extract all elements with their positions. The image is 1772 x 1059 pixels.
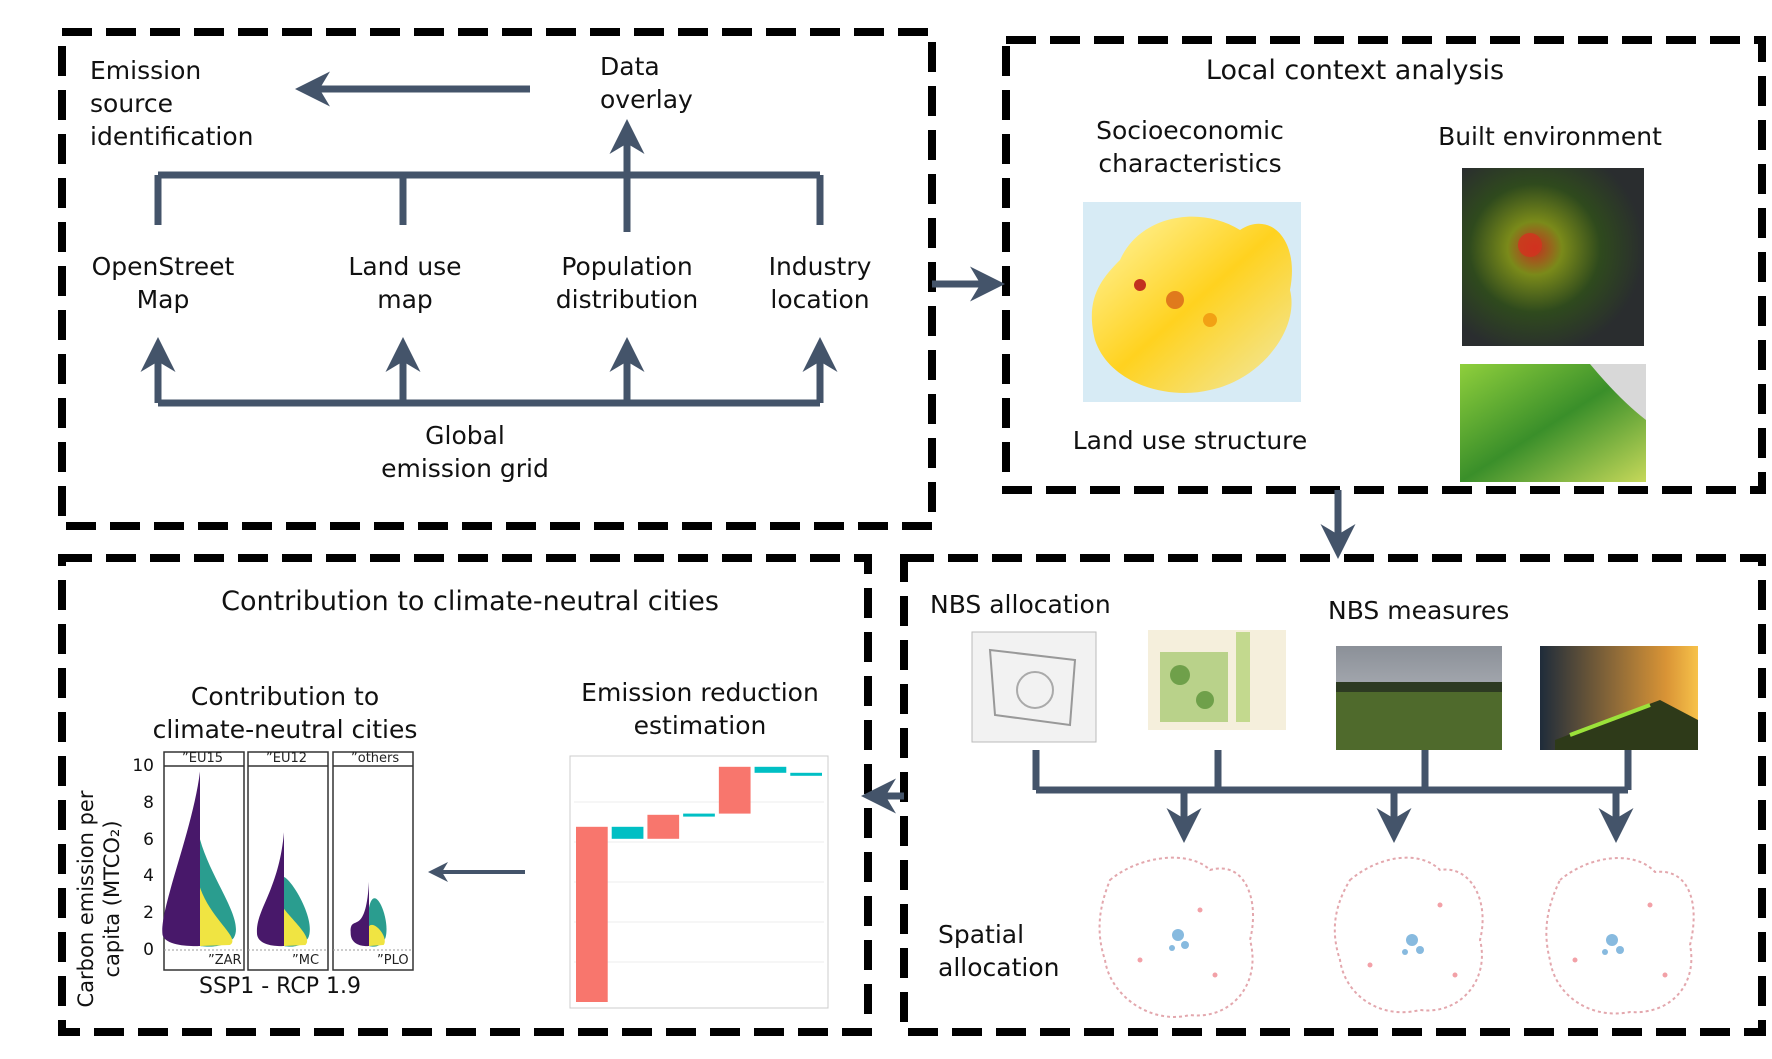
nbs-allocation-sketch <box>971 631 1097 743</box>
facet-corner-label: ”ZAR <box>208 953 242 968</box>
facet-header-label: ”EU12 <box>266 751 308 766</box>
waterfall-bar <box>718 766 751 814</box>
facet-corner-label: ”MC <box>292 953 320 968</box>
waterfall-bar <box>576 826 608 1002</box>
source-openstreetmap: OpenStreet Map <box>91 252 235 314</box>
emission-reduction-label: Emission reduction estimation <box>581 678 819 740</box>
built-environment-label: Built environment <box>1438 122 1662 151</box>
spatial-allocation-map-3 <box>1545 857 1695 1015</box>
land-use-map <box>1460 364 1646 482</box>
waterfall-bar <box>611 826 644 839</box>
panel-emission-sources <box>58 28 936 530</box>
violin-y-axis-label: Carbon emission per capita (MTCO₂) <box>74 790 124 1008</box>
y-tick-label: 6 <box>143 829 154 850</box>
land-use-structure-label: Land use structure <box>1072 426 1308 455</box>
contribution-title: Contribution to climate-neutral cities <box>221 586 719 617</box>
nbs-allocation-label: NBS allocation <box>930 590 1111 619</box>
local-context-title: Local context analysis <box>1205 55 1505 86</box>
nbs-allocation-plan <box>1148 630 1286 730</box>
built-environment-map <box>1462 168 1644 346</box>
panel-contribution <box>58 554 872 1036</box>
facet-header-label: ”others <box>351 751 400 766</box>
violin-x-axis-label: SSP1 - RCP 1.9 <box>199 974 361 999</box>
y-tick-label: 0 <box>143 940 154 960</box>
violin-half-left <box>350 881 369 947</box>
violin-half-yellow <box>200 887 233 946</box>
panel-local-context <box>1002 36 1766 494</box>
spatial-allocation-label: Spatial allocation <box>938 920 1060 982</box>
violin-half-yellow <box>369 924 385 946</box>
waterfall-bar <box>683 813 715 817</box>
facet-header-label: ”EU15 <box>182 751 224 766</box>
y-tick-label: 2 <box>143 903 154 924</box>
waterfall-chart <box>569 755 829 1009</box>
source-population-distribution: Population distribution <box>555 252 699 314</box>
nbs-measures-label: NBS measures <box>1328 596 1510 625</box>
nbs-measure-field-photo <box>1336 646 1502 750</box>
waterfall-bar <box>647 814 680 839</box>
violin-chart <box>162 751 414 971</box>
socioeconomic-label: Socioeconomic characteristics <box>1096 116 1284 178</box>
violin-half-left <box>162 771 200 947</box>
spatial-allocation-map-2 <box>1333 856 1484 1014</box>
data-overlay-label: Data overlay <box>600 52 693 114</box>
nbs-measure-rooftop-photo <box>1540 646 1698 750</box>
socioeconomic-map <box>1083 202 1301 402</box>
waterfall-bar <box>754 766 787 773</box>
waterfall-bar <box>790 772 822 776</box>
y-tick-label: 10 <box>132 756 154 776</box>
global-emission-grid-label: Global emission grid <box>381 421 549 483</box>
chart-title: Contribution to climate-neutral cities <box>152 682 418 744</box>
violin-half-left <box>256 832 284 947</box>
source-land-use-map: Land use map <box>348 252 462 314</box>
emission-source-label: Emission source identification <box>90 56 254 151</box>
violin-half-yellow <box>284 908 308 946</box>
facet-corner-label: ”PLO <box>377 953 409 968</box>
y-tick-label: 8 <box>143 792 154 813</box>
y-tick-label: 4 <box>143 866 154 887</box>
source-industry-location: Industry location <box>768 252 872 314</box>
spatial-allocation-map-1 <box>1098 856 1255 1018</box>
